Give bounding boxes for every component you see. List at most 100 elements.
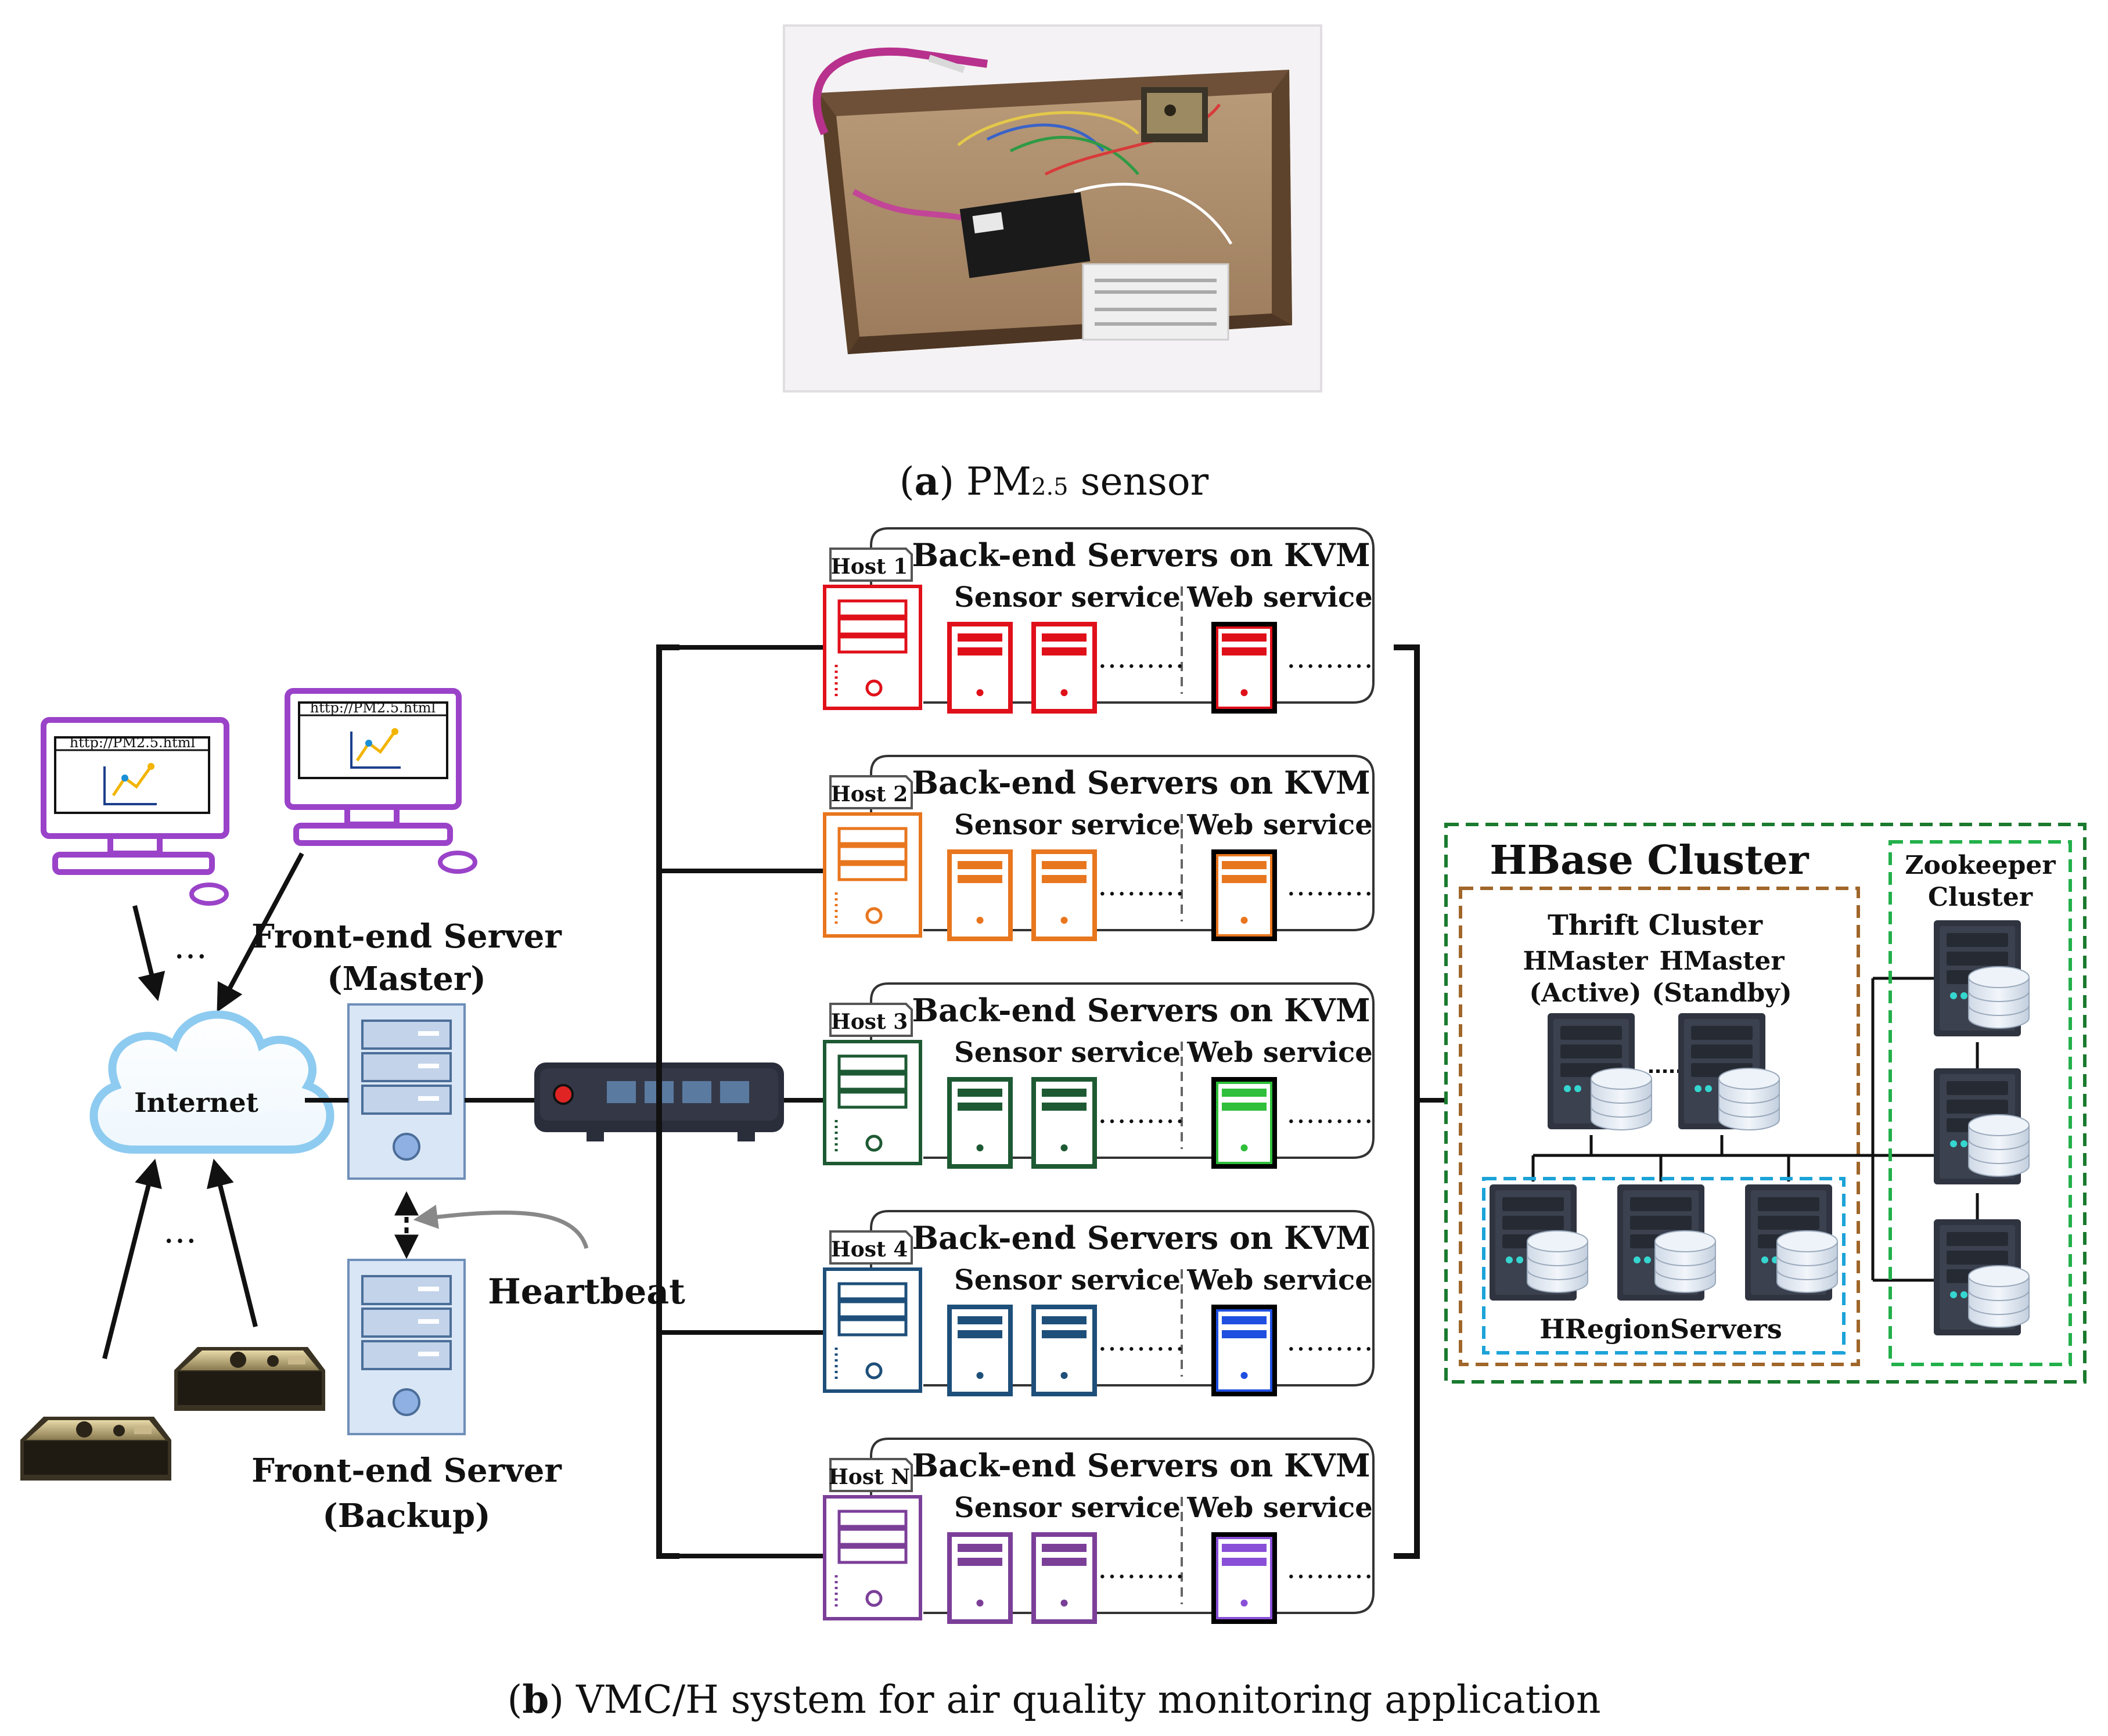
hosts-right-bracket [1394, 644, 1420, 1559]
web-service-label: Web service [1186, 1492, 1373, 1524]
hbase-cluster-border [1444, 823, 2087, 1384]
region-servers-label: HRegionServers [1539, 1313, 1782, 1345]
sensor-service-ellipsis: ……… [1098, 869, 1185, 902]
web-service-server [1211, 849, 1277, 941]
sensor-service-server-1 [947, 622, 1013, 714]
host-tag: Host 1 [829, 548, 913, 582]
sensor-service-server-2 [1031, 1532, 1097, 1624]
sensor-service-label: Sensor service [954, 1036, 1181, 1069]
zookeeper-node-3 [1934, 1219, 2030, 1335]
frontend-master-server [347, 1003, 466, 1180]
sensor-service-server-1 [947, 1305, 1013, 1396]
region-server-2 [1617, 1184, 1716, 1301]
hmaster-active-state: (Active) [1529, 978, 1641, 1008]
svg-text:Host 4: Host 4 [831, 1237, 908, 1262]
host-title: Back-end Servers on KVM [912, 536, 1370, 574]
host-frame [870, 1210, 1375, 1386]
host-server [823, 585, 922, 710]
web-service-server [1211, 1532, 1277, 1624]
sensor-service-server-1 [947, 1532, 1013, 1624]
arrow-sensor2-internet [207, 1158, 258, 1327]
internet-label: Internet [134, 1087, 258, 1118]
hosts-left-bracket [656, 644, 679, 1559]
svg-text:Host N: Host N [829, 1465, 910, 1489]
hmaster-standby-state: (Standby) [1652, 978, 1792, 1008]
host-server [823, 812, 922, 938]
sensor-service-server-2 [1031, 622, 1097, 714]
client-monitor-1: http://PM2.5.html [41, 717, 229, 906]
sensor-service-ellipsis: ……… [1098, 1096, 1185, 1130]
sensor-service-label: Sensor service [954, 809, 1181, 841]
zookeeper-subtitle: Cluster [1928, 883, 2033, 912]
web-service-ellipsis: ……… [1286, 641, 1373, 675]
sensor-service-server-2 [1031, 1305, 1097, 1396]
region-server-3 [1745, 1184, 1838, 1301]
host-frame [870, 527, 1375, 704]
host-title: Back-end Servers on KVM [912, 1219, 1370, 1256]
heartbeat-label: Heartbeat [488, 1272, 685, 1312]
pm-sensor-module-1 [20, 1417, 171, 1481]
clients-ellipsis-bottom: … [163, 1211, 197, 1251]
pm-sensor-module-2 [174, 1347, 325, 1411]
region-server-1 [1490, 1184, 1588, 1301]
zookeeper-cluster-border [1888, 840, 2072, 1366]
sensor-service-ellipsis: ……… [1098, 641, 1185, 675]
web-service-label: Web service [1186, 1036, 1373, 1069]
frontend-backup-server [347, 1259, 466, 1435]
sensor-service-server-2 [1031, 1077, 1097, 1169]
sensor-service-server-1 [947, 849, 1013, 941]
host-title: Back-end Servers on KVM [912, 764, 1370, 801]
host-frame [870, 1438, 1375, 1614]
hmaster-standby-label: HMaster [1659, 946, 1785, 976]
zookeeper-node-1 [1934, 920, 2030, 1036]
web-service-label: Web service [1186, 1264, 1373, 1296]
hbase-tree-lines [1531, 977, 1979, 1282]
frontend-master-title: Front-end Server [251, 917, 562, 956]
client-monitor-2: http://PM2.5.html [285, 688, 477, 874]
host-frame [870, 982, 1375, 1159]
svg-text:Host 3: Host 3 [831, 1010, 908, 1034]
hmaster-active-label: HMaster [1523, 946, 1648, 976]
host-title: Back-end Servers on KVM [912, 992, 1370, 1029]
hmaster-standby-server [1678, 1013, 1780, 1130]
host-server [823, 1495, 922, 1620]
svg-text:Host 2: Host 2 [831, 782, 908, 806]
host-server [823, 1040, 922, 1165]
frontend-backup-title: Front-end Server [251, 1452, 562, 1490]
host-tag: Host 4 [829, 1230, 913, 1265]
client-url-1: http://PM2.5.html [70, 734, 195, 751]
clients-ellipsis-top: … [174, 927, 207, 966]
sensor-service-ellipsis: ……… [1098, 1324, 1185, 1357]
host-frame [870, 755, 1375, 931]
hbase-cluster-title: HBase Cluster [1490, 837, 1809, 884]
heartbeat-arrow [413, 1204, 589, 1249]
thrift-cluster-title: Thrift Cluster [1548, 909, 1763, 942]
host-tag: Host N [829, 1458, 913, 1492]
pm-sensor-photo [783, 24, 1322, 392]
web-service-server [1211, 1077, 1277, 1169]
host-server [823, 1267, 922, 1393]
sensor-service-server-1 [947, 1077, 1013, 1169]
web-service-label: Web service [1186, 809, 1373, 841]
frontend-master-subtitle: (Master) [327, 960, 486, 998]
sensor-service-label: Sensor service [954, 581, 1181, 614]
arrow-client1-internet [132, 905, 166, 1002]
caption-a: (a) PM2.5 sensor [900, 459, 1209, 504]
frontend-backup-subtitle: (Backup) [322, 1497, 490, 1535]
region-servers-border [1482, 1177, 1846, 1355]
sensor-service-server-2 [1031, 849, 1097, 941]
web-service-label: Web service [1186, 581, 1373, 614]
sensor-service-label: Sensor service [954, 1492, 1181, 1524]
thrift-cluster-border [1459, 887, 1860, 1366]
internet-cloud: Internet [89, 1010, 334, 1154]
arrow-client2-internet [217, 852, 304, 1013]
svg-text:Host 1: Host 1 [831, 554, 908, 579]
zookeeper-node-2 [1934, 1068, 2030, 1184]
hmaster-active-server [1548, 1013, 1652, 1130]
